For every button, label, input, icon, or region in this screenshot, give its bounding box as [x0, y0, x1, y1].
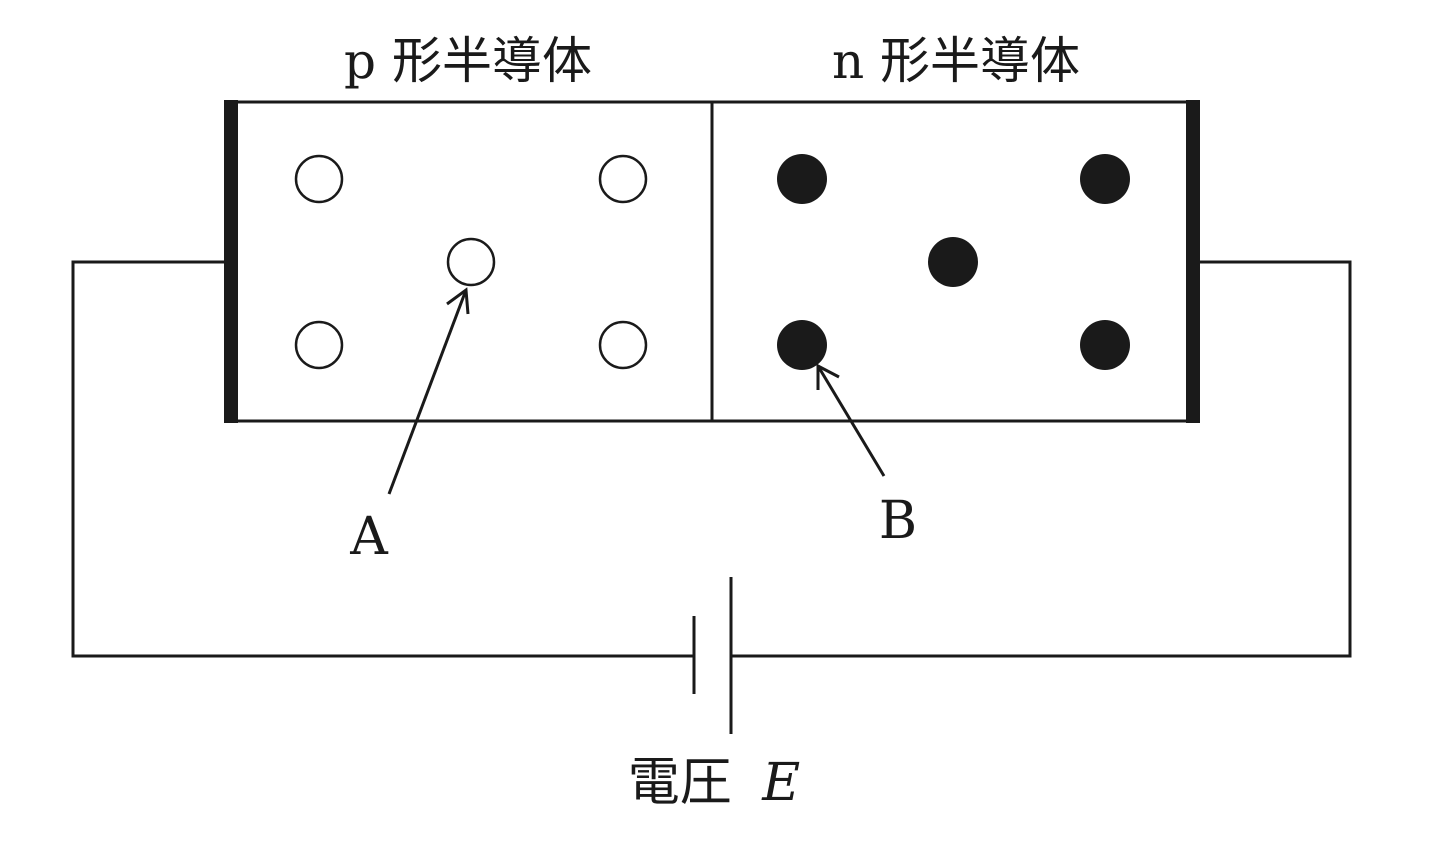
voltage-label: 電圧 E [628, 753, 801, 813]
voltage-symbol: E [761, 753, 800, 813]
arrow-b [816, 363, 886, 477]
label-a: A [349, 507, 389, 567]
battery-icon [692, 577, 733, 734]
p-region-label: p 形半導体 [344, 32, 592, 90]
electron [1080, 154, 1130, 204]
n-region-carriers [777, 154, 1130, 370]
electron [928, 237, 978, 287]
left-electrode [224, 100, 238, 423]
label-b: B [879, 491, 917, 551]
hole [598, 154, 648, 204]
hole [294, 320, 344, 370]
circuit-wire [71, 260, 1352, 658]
electron [777, 154, 827, 204]
arrow-a-head-icon [446, 287, 470, 315]
arrow-b-head-icon [816, 363, 840, 390]
electron-b [777, 320, 827, 370]
right-electrode [1186, 100, 1200, 423]
n-region-label: n 形半導体 [832, 32, 1080, 90]
semiconductor-block [224, 100, 1200, 423]
hole [598, 320, 648, 370]
wire-left [71, 260, 694, 658]
electron [1080, 320, 1130, 370]
arrow-b-shaft [816, 365, 886, 477]
hole [294, 154, 344, 204]
wire-right [731, 260, 1352, 658]
arrow-a-shaft [387, 289, 468, 495]
voltage-prefix: 電圧 [628, 753, 732, 813]
p-region-carriers [294, 154, 648, 370]
hole-a [446, 237, 496, 287]
arrow-a [387, 287, 470, 495]
